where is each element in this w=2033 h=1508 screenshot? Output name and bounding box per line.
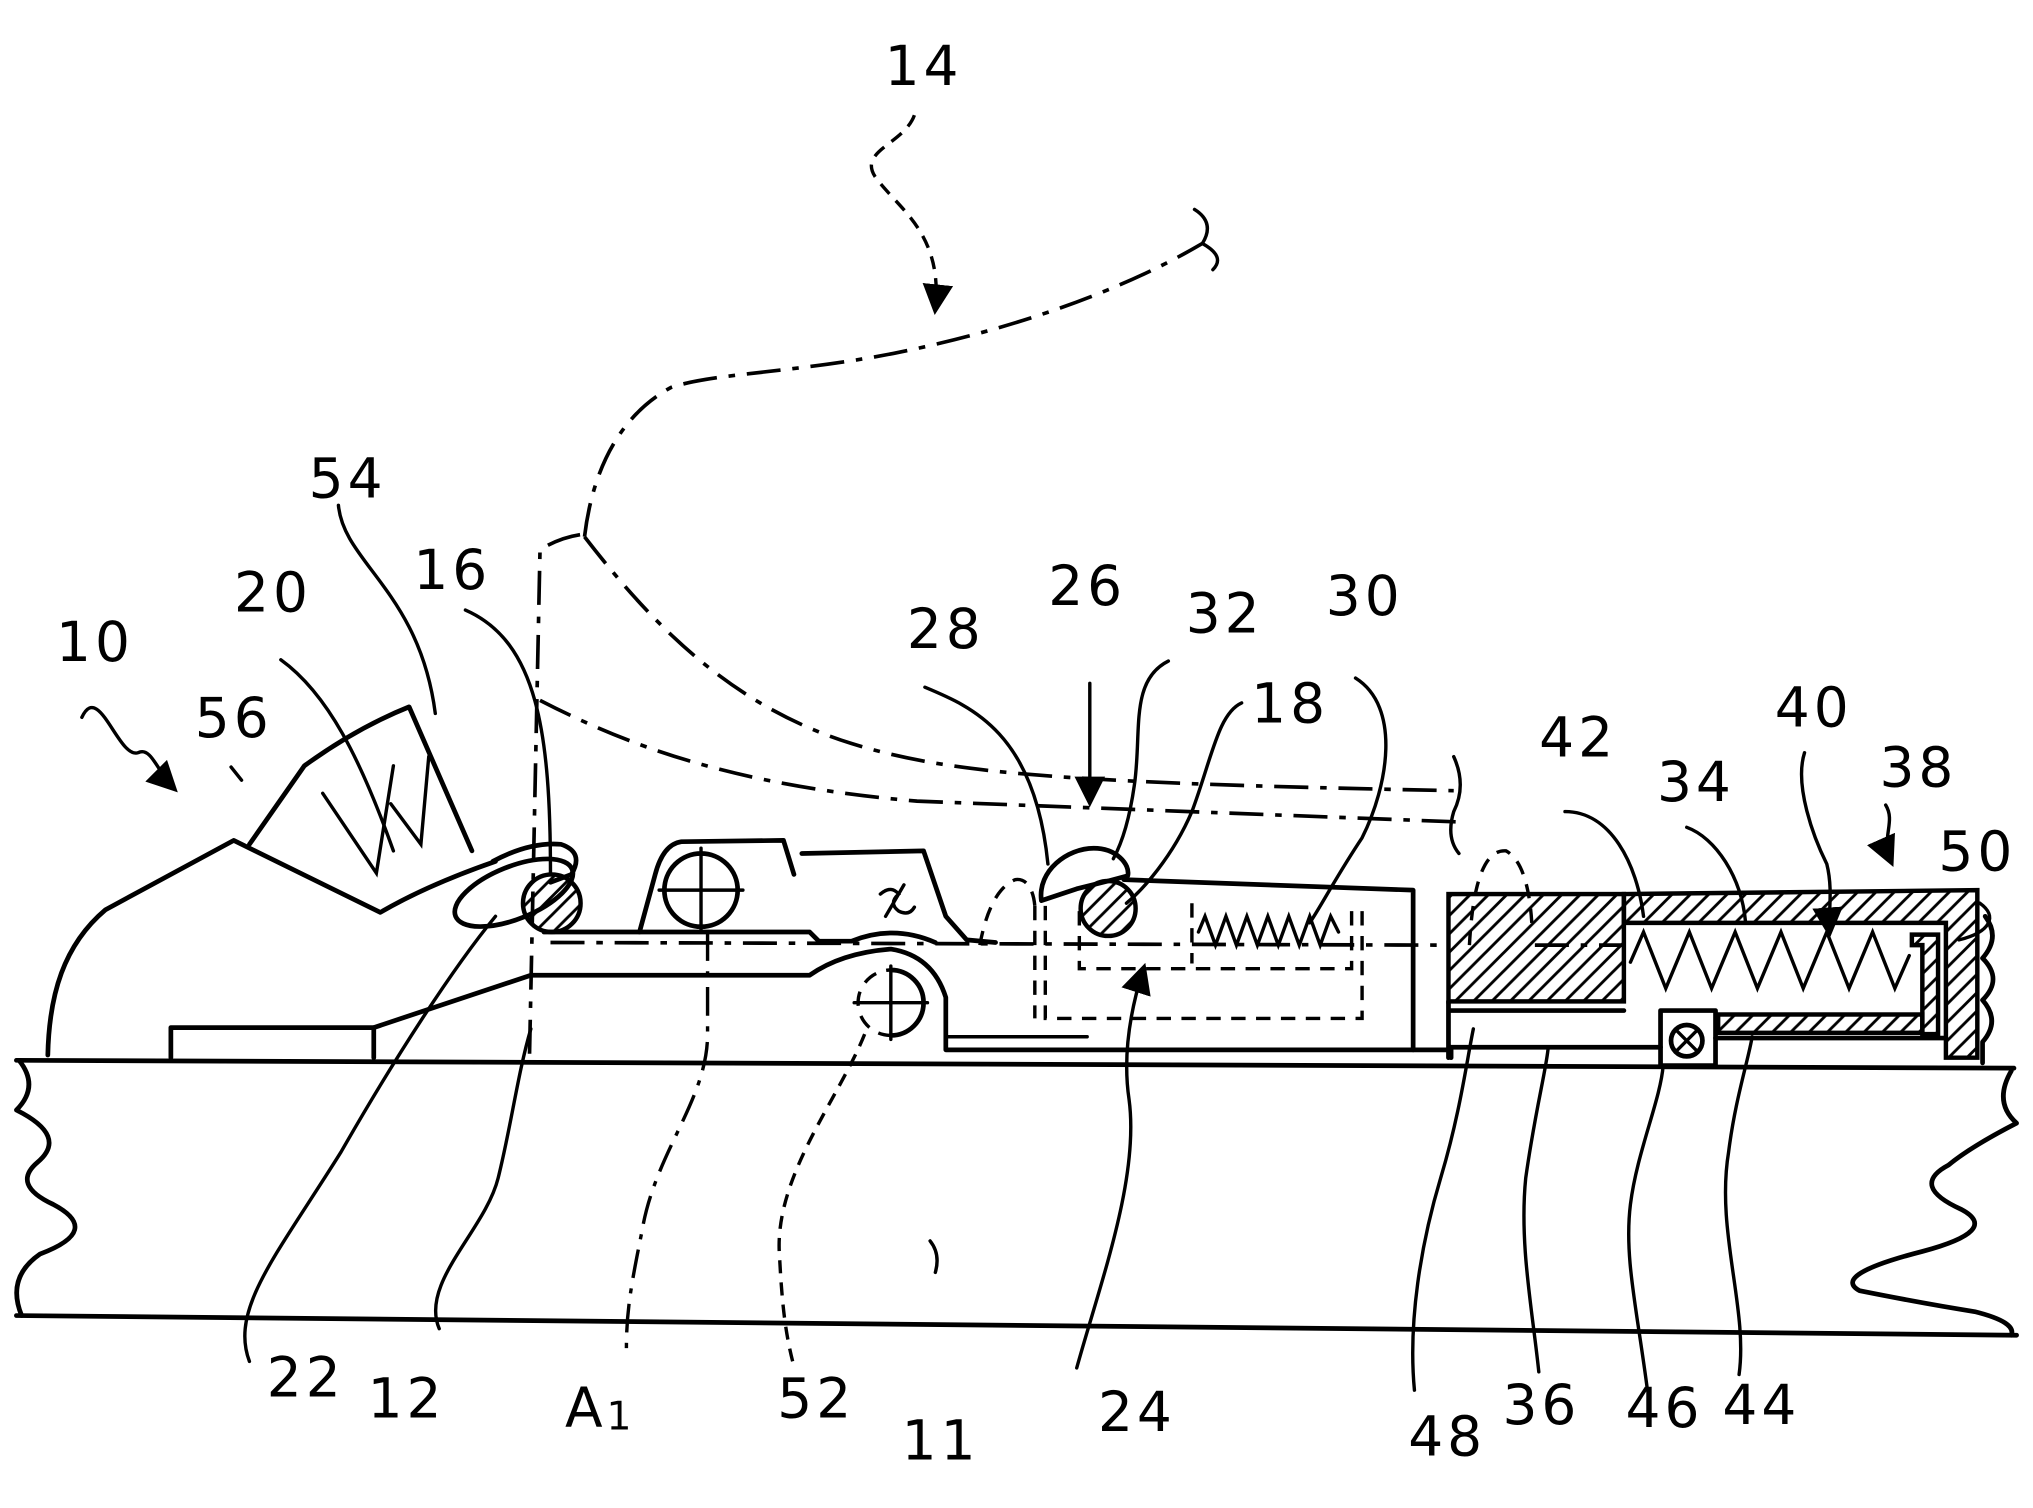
ref-numeral-16: 16	[413, 538, 491, 602]
leader-24	[1077, 969, 1144, 1368]
ref-numeral-56: 56	[195, 686, 273, 750]
reference-numerals: 14 54 20 16 10 56 28 26 32 30 18 42 34 4…	[56, 34, 2016, 1472]
leader-36	[1524, 1050, 1548, 1372]
ref-numeral-48: 48	[1408, 1405, 1486, 1469]
axis-label-a1-subscript: 1	[607, 1394, 636, 1439]
slider-block-outline	[1124, 880, 1413, 1050]
ref-numeral-42: 42	[1539, 706, 1617, 770]
pivot-a1-crosshair	[659, 848, 743, 932]
ski-section	[16, 1060, 2016, 1335]
leader-14	[871, 115, 936, 309]
ref-numeral-38: 38	[1880, 736, 1958, 800]
pivot-arm	[544, 840, 996, 942]
ref-numeral-54: 54	[309, 446, 387, 510]
ref-numeral-40: 40	[1775, 676, 1853, 740]
leader-a1	[626, 932, 707, 1348]
lower-pivot-crosshair	[854, 966, 927, 1039]
ref-numeral-26: 26	[1048, 554, 1126, 618]
ref-numeral-34: 34	[1657, 750, 1735, 814]
rear-housing	[1448, 851, 1993, 1066]
leader-12	[436, 1029, 531, 1329]
ski-left-break-line	[16, 1060, 75, 1315]
ref-numeral-20: 20	[234, 560, 312, 624]
ski-bottom-edge	[16, 1316, 2016, 1336]
leader-20	[281, 660, 394, 851]
ref-numeral-12: 12	[368, 1367, 446, 1431]
leader-18	[1126, 703, 1241, 903]
leader-52	[779, 1034, 865, 1361]
pivot-arm-lower	[640, 932, 936, 942]
ref-numeral-32: 32	[1186, 581, 1264, 645]
leader-10	[82, 708, 174, 788]
front-housing	[48, 707, 496, 1058]
boot-heel-break	[1451, 757, 1460, 854]
ref-numeral-36: 36	[1503, 1373, 1581, 1437]
ref-numeral-28: 28	[907, 597, 985, 661]
ref-numeral-44: 44	[1722, 1373, 1800, 1437]
boot-upper-break	[1195, 209, 1218, 269]
leader-48	[1413, 1029, 1474, 1390]
leader-11	[930, 1241, 937, 1272]
base-strip	[171, 1028, 374, 1058]
axis-label-a1: A1	[565, 1376, 635, 1440]
ref-numeral-14: 14	[885, 34, 963, 98]
ref-numeral-11: 11	[902, 1409, 980, 1473]
ref-numeral-10: 10	[56, 610, 134, 674]
spring-symbol	[880, 885, 914, 916]
ski-right-break-line	[1853, 1071, 2017, 1335]
pivot-arm-upper	[544, 840, 996, 942]
leader-56	[231, 767, 241, 780]
block-42	[1448, 894, 1623, 1001]
toe-grip	[446, 844, 582, 941]
spring-30	[1198, 916, 1338, 945]
leader-44	[1725, 1037, 1752, 1375]
housing-right-break	[1983, 916, 1993, 1063]
spring-34	[1630, 932, 1909, 988]
slide-strip-44	[1718, 1014, 1922, 1032]
catch-hidden-outline	[980, 879, 1035, 945]
lever	[249, 707, 472, 851]
ref-numeral-24: 24	[1098, 1380, 1176, 1444]
boot-upper-line	[585, 243, 1203, 536]
axis-label-a1-letter: A	[565, 1376, 607, 1440]
leader-22	[245, 916, 496, 1361]
rear-roller	[1081, 881, 1136, 936]
lever-marking	[323, 757, 429, 874]
screw-46-cross	[1676, 1030, 1697, 1051]
boot-shell-line	[585, 537, 1454, 791]
leader-38	[1886, 805, 1891, 861]
ref-numeral-22: 22	[267, 1346, 345, 1410]
ref-numeral-30: 30	[1326, 564, 1404, 628]
lower-pivot	[854, 966, 927, 1039]
catch-assembly	[980, 848, 1136, 945]
leader-46	[1629, 1066, 1663, 1391]
ref-numeral-50: 50	[1938, 820, 2016, 884]
ref-numeral-46: 46	[1626, 1376, 1704, 1440]
leader-54	[338, 505, 435, 713]
ref-numeral-52: 52	[777, 1367, 855, 1431]
housing-outline	[48, 840, 496, 1055]
leader-32	[1113, 661, 1168, 859]
ref-numeral-18: 18	[1251, 672, 1329, 736]
